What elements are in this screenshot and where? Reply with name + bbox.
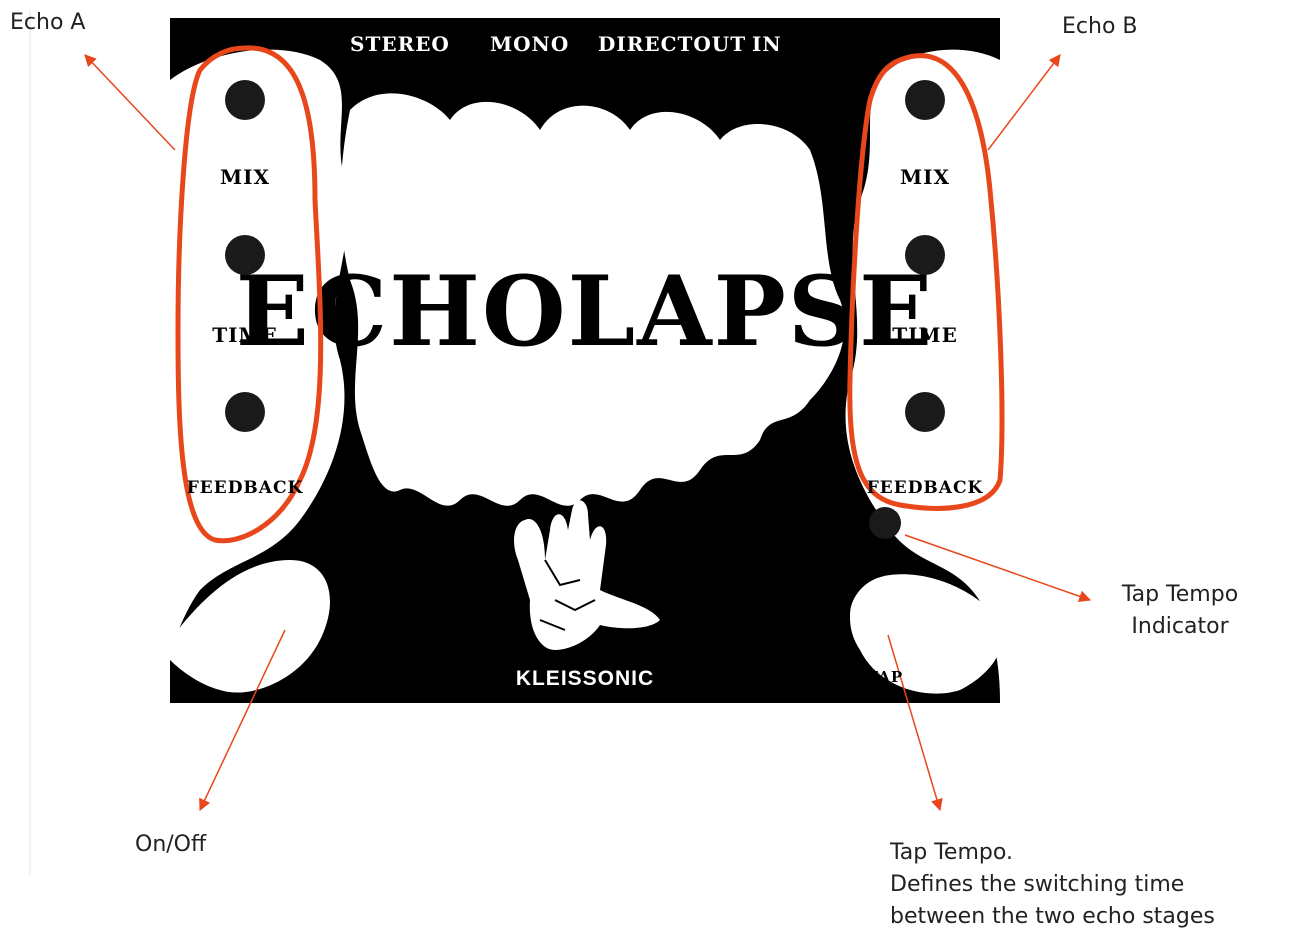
echo-b-mix-knob[interactable] — [905, 80, 945, 120]
echo-a-arrow — [85, 55, 175, 150]
brand-name: KLEISSONIC — [480, 667, 690, 691]
jack-label-mono: Mono — [490, 32, 569, 56]
tap-tempo-callout-line2: Defines the switching time — [890, 870, 1184, 900]
echo-a-callout: Echo A — [10, 8, 85, 38]
pedal-title: ECHOLAPSE — [236, 255, 935, 368]
jack-label-in: In — [752, 32, 782, 56]
echo-a-feedback-label: FEEDBACK — [180, 478, 310, 498]
on-off-callout: On/Off — [135, 830, 206, 860]
tap-indicator-callout-line2: Indicator — [1100, 612, 1260, 642]
echo-b-feedback-label: FEEDBACK — [860, 478, 990, 498]
jack-label-directout: Directout — [598, 32, 746, 56]
echo-a-time-knob[interactable] — [225, 235, 265, 275]
echo-b-mix-label: MIX — [875, 165, 975, 189]
echo-b-time-knob[interactable] — [905, 235, 945, 275]
echo-b-feedback-knob[interactable] — [905, 392, 945, 432]
echo-b-callout: Echo B — [1062, 12, 1138, 42]
echo-a-mix-knob[interactable] — [225, 80, 265, 120]
tap-tempo-callout-line1: Tap Tempo. — [890, 838, 1013, 868]
tap-tempo-led — [869, 507, 901, 539]
jack-label-stereo: Stereo — [350, 32, 450, 56]
echo-a-time-label: TIME — [195, 323, 295, 347]
tap-tempo-callout-line3: between the two echo stages — [890, 902, 1215, 932]
tap-footswitch[interactable] — [850, 580, 920, 650]
tap-label: TAP — [860, 668, 910, 686]
tap-indicator-callout-line1: Tap Tempo — [1100, 580, 1260, 610]
echo-b-time-label: TIME — [875, 323, 975, 347]
echo-a-feedback-knob[interactable] — [225, 392, 265, 432]
echo-a-mix-label: MIX — [195, 165, 295, 189]
on-off-footswitch[interactable] — [250, 580, 320, 650]
